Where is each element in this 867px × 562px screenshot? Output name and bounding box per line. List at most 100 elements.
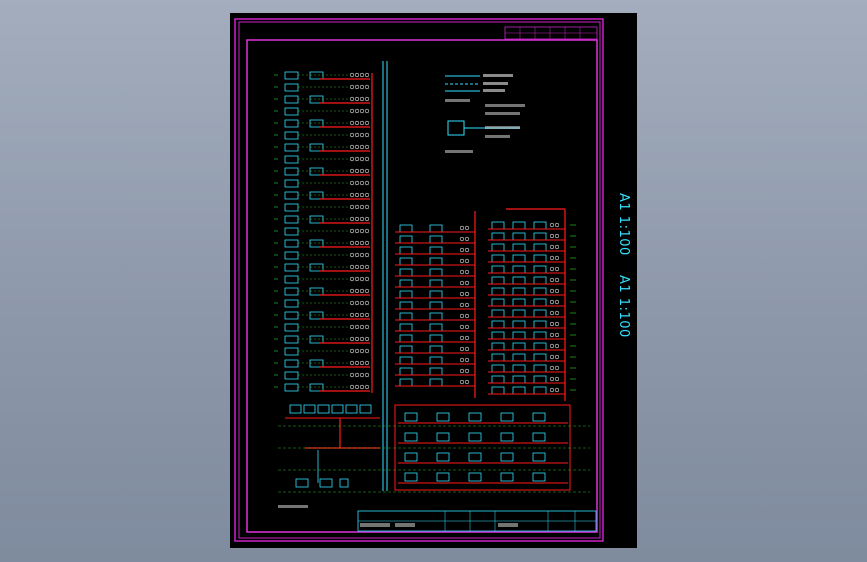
equipment-box — [512, 243, 526, 252]
device-symbol — [459, 368, 465, 374]
equipment-box — [468, 472, 482, 482]
device-symbol — [459, 313, 465, 319]
device-symbol — [464, 368, 470, 374]
device-symbol — [549, 277, 555, 283]
equipment-box — [500, 452, 514, 462]
equipment-box — [309, 287, 324, 296]
device-symbol — [349, 384, 355, 390]
device-symbol — [354, 348, 360, 354]
device-symbol — [354, 336, 360, 342]
equipment-box — [500, 472, 514, 482]
device-symbol — [354, 180, 360, 186]
device-symbol — [364, 168, 370, 174]
device-symbol — [364, 84, 370, 90]
device-symbol — [364, 144, 370, 150]
equipment-box — [533, 386, 547, 395]
equipment-box — [295, 478, 309, 488]
device-symbol — [349, 252, 355, 258]
device-symbol — [349, 240, 355, 246]
device-symbol — [464, 247, 470, 253]
device-symbol — [554, 387, 560, 393]
equipment-box — [284, 215, 299, 224]
equipment-box — [429, 345, 443, 354]
device-symbol — [359, 84, 365, 90]
equipment-box — [319, 478, 333, 488]
device-symbol — [354, 72, 360, 78]
equipment-box — [429, 268, 443, 277]
device-symbol — [359, 336, 365, 342]
equipment-box — [491, 386, 505, 395]
device-symbol — [349, 216, 355, 222]
device-symbol — [354, 288, 360, 294]
equipment-box — [532, 472, 546, 482]
device-symbol — [354, 312, 360, 318]
device-symbol — [359, 324, 365, 330]
device-symbol — [354, 156, 360, 162]
equipment-box — [331, 404, 344, 414]
device-symbol — [359, 372, 365, 378]
equipment-box — [491, 309, 505, 318]
equipment-box — [533, 232, 547, 241]
equipment-box — [284, 107, 299, 116]
equipment-box — [284, 167, 299, 176]
equipment-box — [491, 265, 505, 274]
equipment-box — [284, 119, 299, 128]
equipment-box — [533, 320, 547, 329]
equipment-box — [284, 71, 299, 80]
device-symbol — [354, 84, 360, 90]
device-symbol — [459, 357, 465, 363]
equipment-box — [284, 83, 299, 92]
device-symbol — [549, 233, 555, 239]
device-symbol — [549, 266, 555, 272]
equipment-box — [468, 432, 482, 442]
legend — [445, 74, 525, 153]
title-block — [357, 510, 597, 532]
device-symbol — [549, 376, 555, 382]
device-symbol — [364, 264, 370, 270]
equipment-box — [512, 386, 526, 395]
equipment-box — [284, 191, 299, 200]
device-symbol — [364, 276, 370, 282]
equipment-box — [399, 334, 413, 343]
device-symbol — [364, 156, 370, 162]
device-symbol — [349, 72, 355, 78]
device-symbol — [554, 222, 560, 228]
equipment-box — [533, 353, 547, 362]
equipment-box — [429, 323, 443, 332]
equipment-box — [532, 452, 546, 462]
device-symbol — [354, 264, 360, 270]
equipment-box — [436, 412, 450, 422]
device-symbol — [364, 240, 370, 246]
device-symbol — [459, 280, 465, 286]
equipment-box — [284, 287, 299, 296]
device-symbol — [464, 291, 470, 297]
equipment-box — [533, 265, 547, 274]
equipment-box — [399, 257, 413, 266]
equipment-box — [309, 167, 324, 176]
device-symbol — [549, 299, 555, 305]
device-symbol — [349, 324, 355, 330]
device-symbol — [554, 343, 560, 349]
middle-frame — [238, 21, 601, 539]
device-symbol — [549, 310, 555, 316]
equipment-box — [399, 378, 413, 387]
device-symbol — [354, 228, 360, 234]
device-symbol — [354, 96, 360, 102]
equipment-box — [429, 301, 443, 310]
equipment-box — [533, 243, 547, 252]
device-symbol — [364, 108, 370, 114]
device-symbol — [364, 120, 370, 126]
device-symbol — [359, 132, 365, 138]
equipment-box — [512, 309, 526, 318]
device-symbol — [554, 354, 560, 360]
equipment-box — [359, 404, 372, 414]
equipment-box — [429, 224, 443, 233]
device-symbol — [359, 252, 365, 258]
device-symbol — [354, 216, 360, 222]
device-symbol — [464, 225, 470, 231]
equipment-box — [532, 432, 546, 442]
device-symbol — [464, 379, 470, 385]
device-symbol — [359, 108, 365, 114]
device-symbol — [364, 132, 370, 138]
equipment-box — [512, 265, 526, 274]
